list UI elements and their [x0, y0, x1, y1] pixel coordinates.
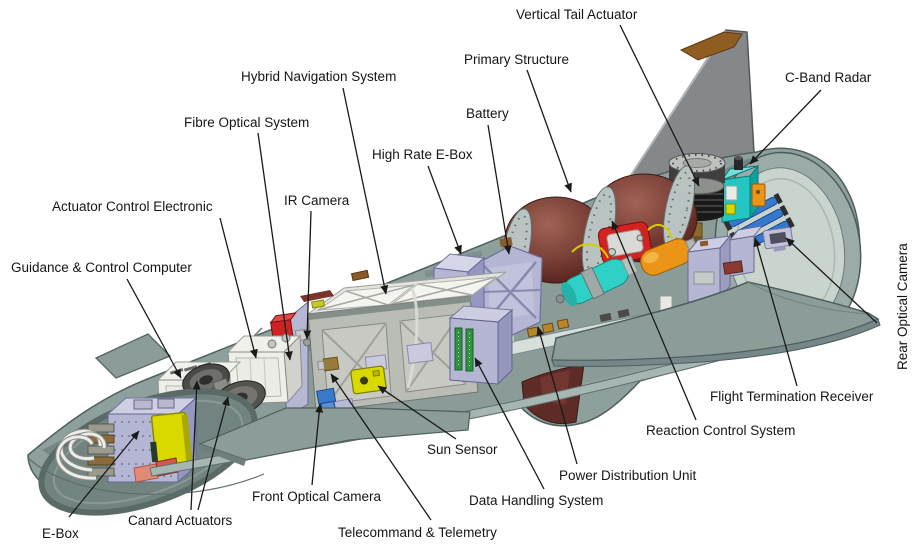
leader-battery	[487, 124, 512, 255]
leader-vertical-tail-actuator	[619, 24, 700, 187]
label-primary-structure: Primary Structure	[464, 52, 570, 67]
pdu-gold-connector	[541, 322, 555, 334]
label-e-box: E-Box	[42, 526, 79, 541]
leader-reaction-control-system	[611, 220, 697, 421]
leader-sun-sensor	[377, 385, 457, 440]
leader-power-distribution-unit	[536, 326, 578, 465]
data-handling-box	[448, 305, 514, 386]
yellow-cable	[571, 223, 673, 259]
small-lavender-unit	[406, 342, 434, 364]
label-guidance-control-computer: Guidance & Control Computer	[11, 260, 192, 275]
leader-canard-actuators-2	[197, 396, 230, 511]
leader-data-handling-system	[474, 357, 545, 490]
sun-sensor-unit	[350, 365, 387, 395]
teal-cylinder	[555, 255, 639, 307]
pdu-gold-connector	[526, 326, 540, 338]
label-c-band-radar: C-Band Radar	[785, 70, 872, 85]
leader-lines	[68, 24, 878, 521]
c-band-orange-bracket	[751, 183, 766, 207]
leader-ir-camera	[303, 210, 312, 340]
label-telecommand-telemetry: Telecommand & Telemetry	[338, 525, 497, 540]
label-front-optical-camera: Front Optical Camera	[252, 489, 382, 504]
mid-equipment	[285, 237, 543, 419]
leader-front-optical-camera	[311, 403, 324, 486]
cable-conduit	[406, 287, 419, 389]
label-actuator-control-electronic: Actuator Control Electronic	[52, 199, 213, 214]
rim-bracket	[350, 269, 370, 282]
leader-high-rate-e-box	[427, 165, 462, 255]
leader-flight-termination-receiver	[753, 237, 798, 387]
rcs-maroon-valve	[722, 260, 744, 275]
label-ir-camera: IR Camera	[284, 193, 350, 208]
main-equipment-box	[285, 269, 507, 419]
leader-guidance-control-computer	[126, 278, 182, 379]
orange-cylinder	[640, 237, 699, 276]
label-rear-optical-camera: Rear Optical Camera	[895, 243, 910, 370]
near-shell	[27, 281, 881, 495]
leader-actuator-control-electronic	[219, 217, 258, 359]
propellant-tanks	[500, 165, 698, 292]
valve-fitting	[608, 248, 616, 256]
label-data-handling-system: Data Handling System	[469, 493, 604, 508]
leader-fibre-optical-system	[257, 132, 293, 361]
tct-connector	[317, 356, 340, 372]
leader-telecommand-telemetry	[330, 373, 432, 521]
leader-hybrid-navigation-system	[342, 87, 389, 295]
label-reaction-control-system: Reaction Control System	[646, 423, 796, 438]
nose-lower-lip	[27, 457, 265, 495]
rim-yellow-fitting	[310, 299, 326, 309]
leader-e-box	[68, 430, 140, 518]
label-vertical-tail-actuator: Vertical Tail Actuator	[516, 7, 638, 22]
c-band-radar-box	[720, 156, 766, 223]
label-power-distribution-unit: Power Distribution Unit	[559, 468, 697, 483]
leader-rear-optical-camera	[785, 237, 878, 324]
label-sun-sensor: Sun Sensor	[427, 442, 498, 457]
rcs-manifold	[686, 225, 764, 303]
label-hybrid-navigation-system: Hybrid Navigation System	[241, 69, 397, 84]
wing-trailing-edge	[551, 318, 881, 367]
valve-fitting	[636, 234, 644, 242]
label-flight-termination-receiver: Flight Termination Receiver	[710, 389, 874, 404]
c-band-antenna-stub	[734, 158, 743, 170]
white-cable-harness	[55, 428, 107, 481]
leader-canard-actuators-1	[190, 380, 201, 511]
nose-section	[38, 388, 258, 516]
far-canard-fin	[94, 333, 172, 379]
rear-optical-camera-box	[762, 226, 794, 252]
label-fibre-optical-system: Fibre Optical System	[184, 115, 310, 130]
plumbing-fitting	[267, 339, 277, 349]
ebox-yellow-panel	[150, 411, 193, 467]
label-battery: Battery	[466, 106, 509, 121]
label-high-rate-e-box: High Rate E-Box	[372, 147, 473, 162]
right-wing	[551, 281, 881, 367]
label-canard-actuators: Canard Actuators	[128, 513, 233, 528]
leader-c-band-radar	[749, 89, 822, 165]
leader-primary-structure	[526, 69, 572, 193]
fin-tip-brown	[679, 31, 743, 61]
near-wing-stub	[198, 407, 471, 466]
pdu-gold-connector	[556, 318, 570, 330]
